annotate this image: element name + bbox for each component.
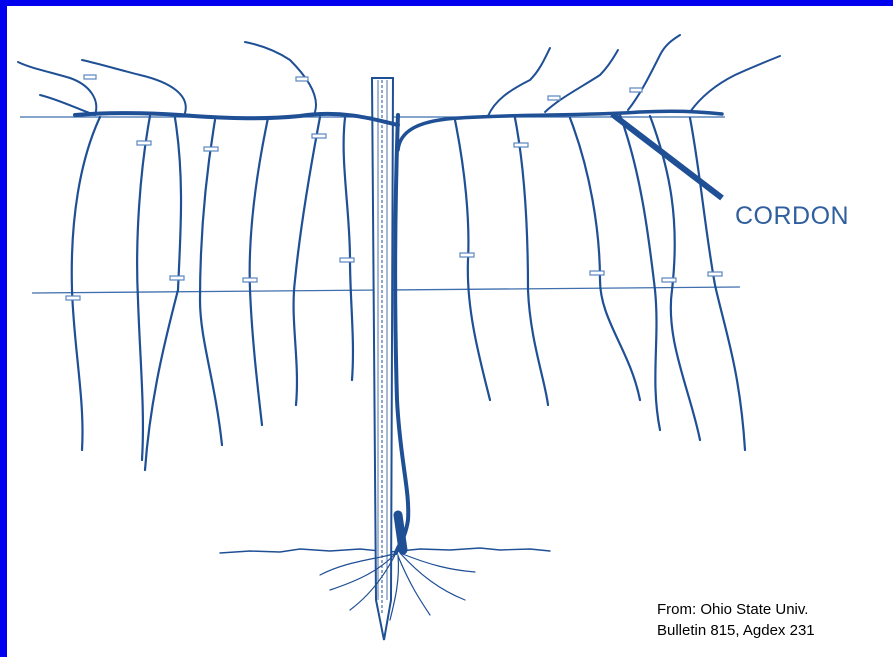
upward-shoots (18, 35, 780, 116)
trellis-post (372, 78, 393, 640)
source-credit: From: Ohio State Univ. Bulletin 815, Agd… (657, 599, 815, 641)
grapevine-trellis-illustration (7, 6, 893, 657)
credit-line-2: Bulletin 815, Agdex 231 (657, 620, 815, 641)
vine-trunk (395, 115, 408, 553)
cordon-arm-left (75, 113, 398, 125)
vine-roots (320, 553, 475, 620)
hanging-shoots (72, 115, 745, 470)
diagram-panel: CORDON From: Ohio State Univ. Bulletin 8… (7, 6, 893, 657)
trunk-base (398, 515, 403, 550)
cordon-label: CORDON (735, 202, 849, 231)
credit-line-1: From: Ohio State Univ. (657, 599, 815, 620)
cordon-pointer (612, 114, 722, 198)
